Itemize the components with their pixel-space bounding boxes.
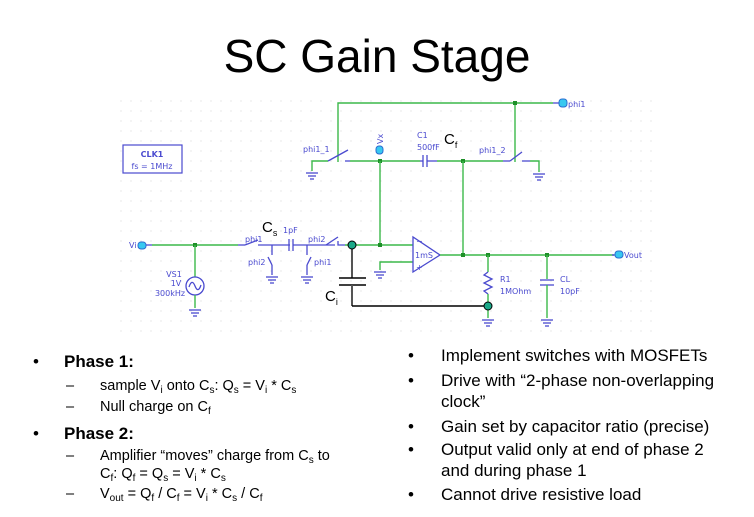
switch-phi1-2-label: phi1_2 (479, 146, 506, 155)
switch-phi1-2[interactable]: phi1_2 (479, 146, 546, 181)
bullet-glyph: • (408, 485, 414, 504)
ci-symbol: Ci (325, 288, 338, 307)
dash-glyph: – (66, 486, 75, 502)
c1-value: 500fF (417, 143, 440, 152)
cf-symbol: Cf (444, 131, 458, 150)
vi-port-label: Vi (129, 241, 137, 250)
voltage-source-vs1[interactable]: VS1 1V 300kHz (155, 270, 205, 298)
phase2-heading: Phase 2: (64, 424, 134, 443)
phi1-port[interactable]: phi1 (558, 98, 585, 109)
right-item-text: Implement switches with MOSFETs (441, 346, 708, 365)
phase2-item-moves-line2: Cf: Qf = Qs = Vi * Cs (100, 466, 226, 484)
vs1-frequency: 300kHz (155, 289, 185, 298)
right-item-text: Gain set by capacitor ratio (precise) (441, 417, 710, 436)
right-item-text: Output valid only at end of phase 2 (441, 440, 704, 459)
vx-probe[interactable]: Vx (375, 134, 385, 155)
vi-port[interactable]: Vi (129, 241, 147, 250)
bullet-glyph: • (408, 417, 414, 436)
amp-minus: − (416, 237, 423, 246)
dash-glyph: – (66, 399, 75, 415)
c1-name: C1 (417, 131, 428, 140)
cs-symbol: Cs (262, 219, 278, 238)
switch-shunt-phi1[interactable]: phi1 (300, 245, 331, 284)
right-item-text: Drive with “2-phase non-overlapping (441, 371, 715, 390)
capacitor-c1[interactable]: C1 500fF Cf (417, 131, 458, 167)
vout-port-label: Vout (624, 251, 642, 260)
switch-series-phi2-label: phi2 (308, 235, 325, 244)
dash-glyph: – (66, 448, 75, 464)
bullet-glyph: • (408, 440, 414, 459)
schematic: CLK1 fs = 1MHz phi1 phi1_1 Vx C1 500fF C… (112, 93, 660, 335)
amp-gm-label: 1mS (415, 251, 433, 260)
switch-series-phi2[interactable]: phi2 (308, 235, 345, 246)
bullet-glyph: • (33, 424, 39, 443)
phase2-item-vout-text: Vout = Qf / Cf = Vi * Cs / Cf (100, 486, 263, 504)
vs1-amplitude: 1V (171, 279, 182, 288)
clock-name: CLK1 (141, 150, 164, 159)
slide-title: SC Gain Stage (223, 30, 531, 82)
phi1-clock-net (337, 101, 560, 162)
bullet-glyph: • (408, 346, 414, 365)
clock-frequency: fs = 1MHz (132, 162, 173, 171)
r1-value: 1MOhm (500, 287, 531, 296)
right-item-text: clock” (441, 392, 486, 411)
switch-shunt-phi1-label: phi1 (314, 258, 331, 267)
phase1-heading: Phase 1: (64, 352, 134, 371)
switch-phi1-1[interactable]: phi1_1 (303, 145, 380, 180)
bullet-glyph: • (33, 352, 39, 371)
r1-name: R1 (500, 275, 511, 284)
right-item-text: and during phase 1 (441, 461, 587, 480)
cl-value: 10pF (560, 287, 580, 296)
phase1-item-sample-text: sample Vi onto Cs: Qs = Vi * Cs (100, 378, 297, 396)
bullet-glyph: • (408, 371, 414, 390)
switch-phi1-1-label: phi1_1 (303, 145, 330, 154)
resistor-r1[interactable]: R1 1MOhm (482, 271, 531, 296)
dash-glyph: – (66, 378, 75, 394)
right-item-text: Cannot drive resistive load (441, 485, 642, 504)
transconductance-amplifier[interactable]: − 1mS + (412, 235, 442, 274)
cl-name: CL (560, 275, 571, 284)
vx-probe-label: Vx (376, 134, 385, 144)
switch-shunt-phi2[interactable]: phi2 (248, 245, 279, 284)
phi1-port-label: phi1 (568, 100, 585, 109)
switch-shunt-phi2-label: phi2 (248, 258, 265, 267)
vout-port[interactable]: Vout (614, 250, 642, 260)
phase1-item-null-text: Null charge on Cf (100, 399, 211, 417)
grid-background (112, 93, 660, 335)
capacitor-ci[interactable]: Ci (325, 245, 366, 307)
cs-value: 1pF (283, 226, 298, 235)
clock-block[interactable]: CLK1 fs = 1MHz (122, 144, 183, 174)
switch-series-phi1-label: phi1 (245, 235, 262, 244)
amp-plus: + (416, 263, 423, 272)
phase2-item-moves-line1: Amplifier “moves” charge from Cs to (100, 448, 330, 466)
switch-series-phi1[interactable]: phi1 (238, 235, 290, 246)
vs1-name: VS1 (166, 270, 182, 279)
